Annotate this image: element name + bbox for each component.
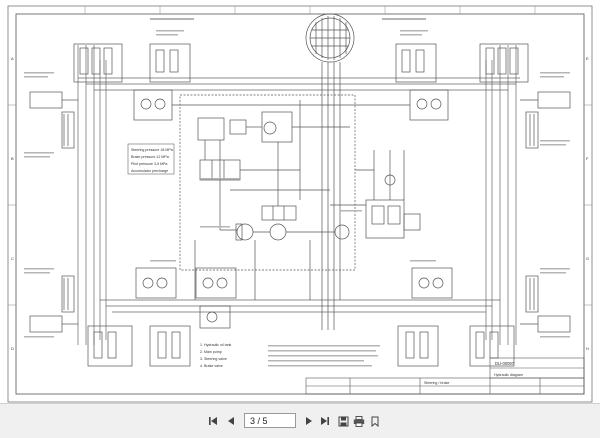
legend-line: 2. Main pump [200,350,222,354]
drawing-code: DU-00097 [495,361,515,366]
border-letter: H [586,346,589,351]
border-letter: D [11,346,14,351]
print-icon[interactable] [352,414,366,428]
border-letter: C [11,256,14,261]
border-letter: B [11,156,14,161]
legend-line: 1. Hydraulic oil tank [200,343,232,347]
title-block [305,357,585,395]
skip-to-end-icon[interactable] [318,414,332,428]
page-navigation-toolbar: 3 / 5 [0,403,600,438]
note-line: Steering pressure 18 MPa [131,148,173,152]
legend-line: 3. Steering valve [200,357,227,361]
border-letter: G [586,256,589,261]
border-letter: F [586,156,589,161]
drawing-subtitle: Steering / brake [424,381,449,385]
drawing-title: Hydraulic diagram [494,373,523,377]
note-line: Accumulator precharge [131,169,168,173]
border-letter: E [586,56,589,61]
drawing-page: Steering pressure 18 MPa Brake pressure … [7,5,593,403]
note-line: Pilot pressure 3,5 MPa [131,162,167,166]
save-icon[interactable] [336,414,350,428]
bookmark-icon[interactable] [368,414,382,428]
legend-line: 4. Brake valve [200,364,223,368]
hydraulic-schematic: Steering pressure 18 MPa Brake pressure … [7,5,593,403]
note-line: Brake pressure 12 MPa [131,155,169,159]
previous-page-icon[interactable] [224,414,238,428]
center-connector [305,13,355,330]
border-letter: A [11,56,14,61]
page-number-input[interactable]: 3 / 5 [244,413,296,428]
skip-to-start-icon[interactable] [206,414,220,428]
next-page-icon[interactable] [302,414,316,428]
